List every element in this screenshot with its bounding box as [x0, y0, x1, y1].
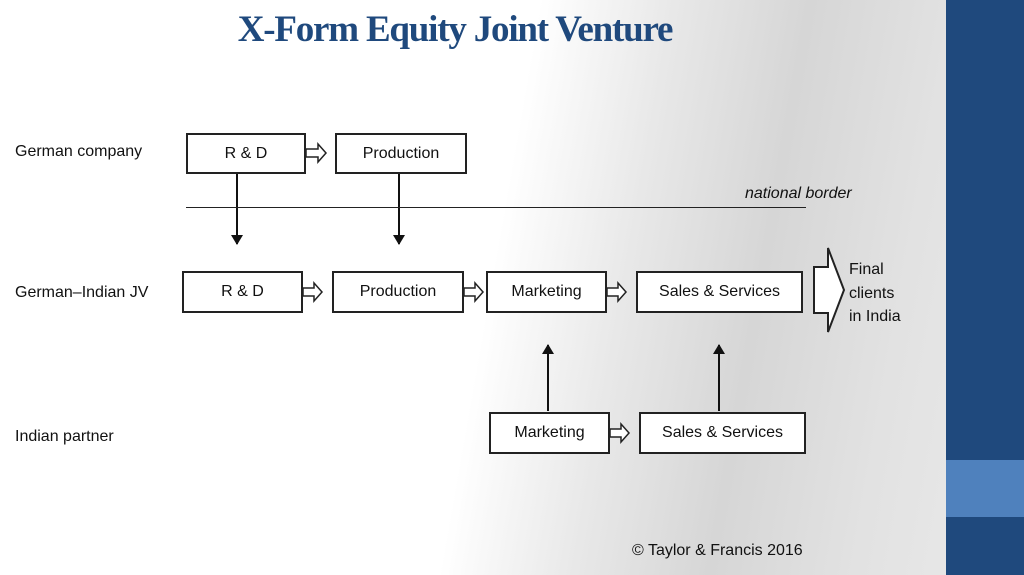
final-clients-line-1: Final — [849, 261, 884, 278]
final-clients-label: Final clients in India — [849, 258, 901, 329]
flow-arrow-jv-production-marketing — [463, 281, 485, 303]
partner-sales-box: Sales & Services — [639, 412, 806, 454]
final-clients-line-3: in India — [849, 308, 901, 325]
jv-sales-box: Sales & Services — [636, 271, 803, 313]
flow-arrow-jv-rnd-production — [302, 281, 324, 303]
jv-marketing-box: Marketing — [486, 271, 607, 313]
final-clients-line-2: clients — [849, 284, 895, 302]
row-label-joint-venture: German–Indian JV — [15, 284, 149, 301]
flow-arrow-german-rnd-production — [305, 142, 328, 164]
sidebar-accent-block — [946, 460, 1024, 517]
national-border-label: national border — [745, 185, 852, 202]
jv-rnd-box: R & D — [182, 271, 303, 313]
row-label-german-company: German company — [15, 143, 143, 160]
partner-marketing-box: Marketing — [489, 412, 610, 454]
copyright-notice: © Taylor & Francis 2016 — [632, 542, 803, 559]
national-border-line — [186, 207, 806, 208]
flow-arrow-partner-marketing-sales — [609, 422, 631, 444]
slide-title: X-Form Equity Joint Venture — [237, 9, 674, 50]
german-production-box: Production — [335, 133, 467, 174]
row-label-indian-partner: Indian partner — [15, 428, 114, 445]
flow-arrow-jv-marketing-sales — [606, 281, 628, 303]
german-rnd-box: R & D — [186, 133, 306, 174]
jv-production-box: Production — [332, 271, 464, 313]
big-arrow-to-final-clients — [813, 247, 846, 333]
